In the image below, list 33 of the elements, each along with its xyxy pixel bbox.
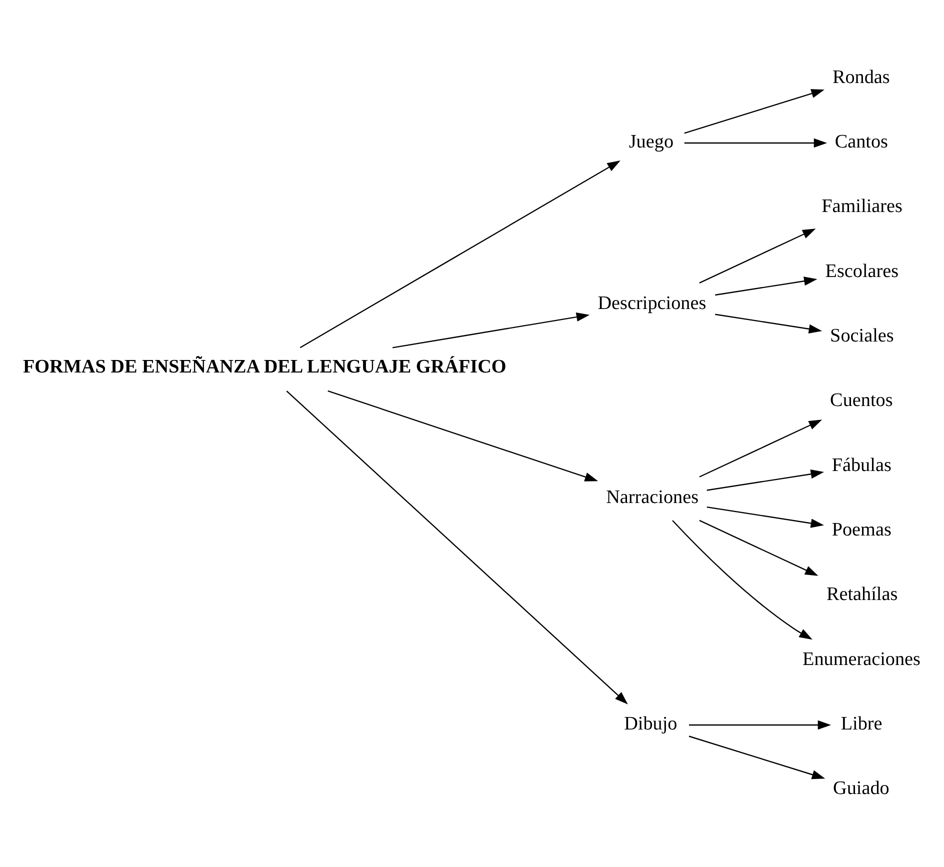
arrow: [684, 138, 828, 148]
node-text: Cantos: [834, 131, 888, 152]
arrow: [672, 520, 812, 640]
arrow: [715, 276, 818, 296]
node-text: Poemas: [832, 519, 892, 540]
node-text: Guiado: [833, 778, 890, 799]
arrow: [286, 390, 628, 704]
node-text: Sociales: [830, 325, 894, 346]
node-text: Libre: [840, 713, 882, 734]
arrow: [688, 735, 826, 779]
arrow: [689, 720, 832, 730]
node-text: Narraciones: [606, 486, 699, 508]
arrow: [392, 312, 590, 348]
node-text: Enumeraciones: [802, 648, 920, 670]
node-text: Dibujo: [624, 713, 678, 734]
node-text: Retahílas: [826, 584, 898, 605]
node-text: Fábulas: [832, 454, 892, 476]
arrow: [699, 519, 818, 576]
node-text: Cuentos: [830, 390, 893, 411]
arrow: [684, 88, 824, 134]
arrow: [706, 469, 824, 490]
node-text: FORMAS DE ENSEÑANZA DEL LENGUAJE GRÁFICO: [22, 356, 506, 378]
node-text: Familiares: [822, 196, 902, 217]
node-text: Escolares: [825, 260, 899, 282]
node-text: Descripciones: [598, 292, 706, 314]
arrow: [699, 419, 822, 477]
arrow: [706, 506, 824, 528]
node-text: Rondas: [832, 66, 890, 88]
arrow: [699, 228, 816, 283]
arrow: [715, 313, 822, 334]
arrow: [300, 160, 620, 348]
node-text: Juego: [628, 131, 674, 152]
arrow: [328, 390, 598, 481]
